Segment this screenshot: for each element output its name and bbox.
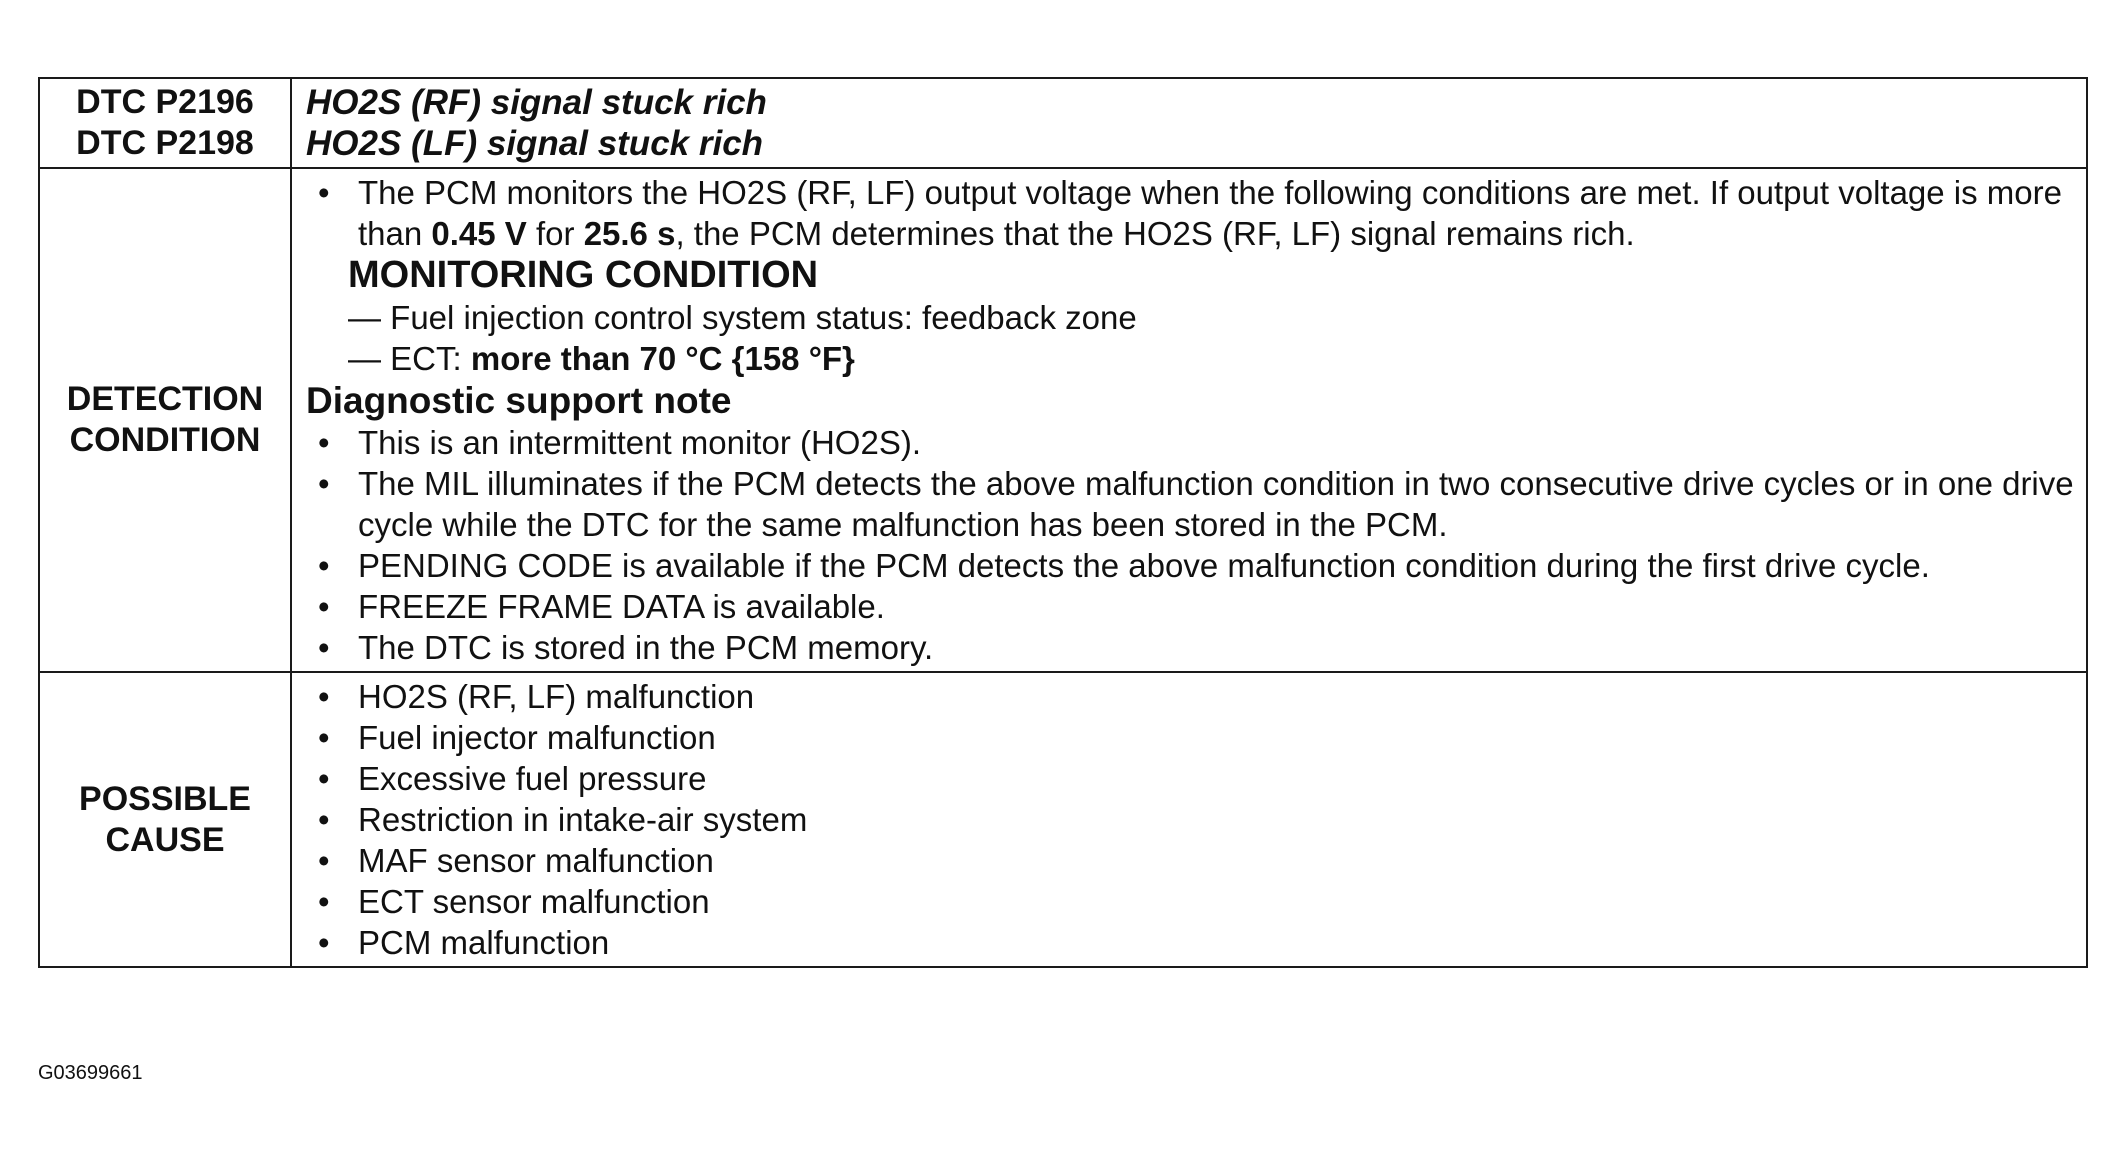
possible-cause-list: HO2S (RF, LF) malfunction Fuel injector … xyxy=(306,676,2076,963)
dtc-code: DTC P2196 xyxy=(76,83,254,121)
possible-cause-label: CAUSE xyxy=(105,820,225,859)
dtc-title: HO2S (LF) signal stuck rich xyxy=(306,124,764,163)
detection-row: DETECTION CONDITION The PCM monitors the… xyxy=(38,167,2088,673)
list-item: This is an intermittent monitor (HO2S). xyxy=(306,422,2076,463)
possible-cause-row: POSSIBLE CAUSE HO2S (RF, LF) malfunction… xyxy=(38,671,2088,968)
possible-cause-content-cell: HO2S (RF, LF) malfunction Fuel injector … xyxy=(290,671,2088,968)
list-item: The MIL illuminates if the PCM detects t… xyxy=(306,463,2076,545)
monitoring-item: — ECT: more than 70 °C {158 °F} xyxy=(348,340,855,377)
figure-id: G03699661 xyxy=(38,1062,143,1084)
dtc-table: DTC P2196 DTC P2198 HO2S (RF) signal stu… xyxy=(38,77,2088,968)
list-item: MAF sensor malfunction xyxy=(306,840,2076,881)
dtc-title: HO2S (RF) signal stuck rich xyxy=(306,83,767,122)
possible-cause-label-cell: POSSIBLE CAUSE xyxy=(38,671,292,968)
list-item: Restriction in intake-air system xyxy=(306,799,2076,840)
support-note-list: This is an intermittent monitor (HO2S). … xyxy=(306,422,2076,668)
detection-label-cell: DETECTION CONDITION xyxy=(38,167,292,673)
header-row: DTC P2196 DTC P2198 HO2S (RF) signal stu… xyxy=(38,77,2088,169)
list-item: PCM malfunction xyxy=(306,922,2076,963)
list-item: The DTC is stored in the PCM memory. xyxy=(306,627,2076,668)
detection-label: CONDITION xyxy=(69,421,261,459)
monitoring-item: — Fuel injection control system status: … xyxy=(348,299,1137,336)
list-item: ECT sensor malfunction xyxy=(306,881,2076,922)
detection-intro-list: The PCM monitors the HO2S (RF, LF) outpu… xyxy=(306,172,2076,254)
detection-content-cell: The PCM monitors the HO2S (RF, LF) outpu… xyxy=(290,167,2088,673)
detection-label: DETECTION xyxy=(66,380,264,418)
dtc-title-cell: HO2S (RF) signal stuck rich HO2S (LF) si… xyxy=(290,77,2088,169)
list-item: FREEZE FRAME DATA is available. xyxy=(306,586,2076,627)
list-item: PENDING CODE is available if the PCM det… xyxy=(306,545,2076,586)
dtc-code-cell: DTC P2196 DTC P2198 xyxy=(38,77,292,169)
monitoring-condition-heading: MONITORING CONDITION xyxy=(348,254,819,296)
list-item: The PCM monitors the HO2S (RF, LF) outpu… xyxy=(306,172,2076,254)
list-item: Fuel injector malfunction xyxy=(306,717,2076,758)
support-note-heading: Diagnostic support note xyxy=(306,380,732,421)
dtc-code: DTC P2198 xyxy=(76,124,254,162)
possible-cause-label: POSSIBLE xyxy=(79,779,251,818)
list-item: HO2S (RF, LF) malfunction xyxy=(306,676,2076,717)
list-item: Excessive fuel pressure xyxy=(306,758,2076,799)
